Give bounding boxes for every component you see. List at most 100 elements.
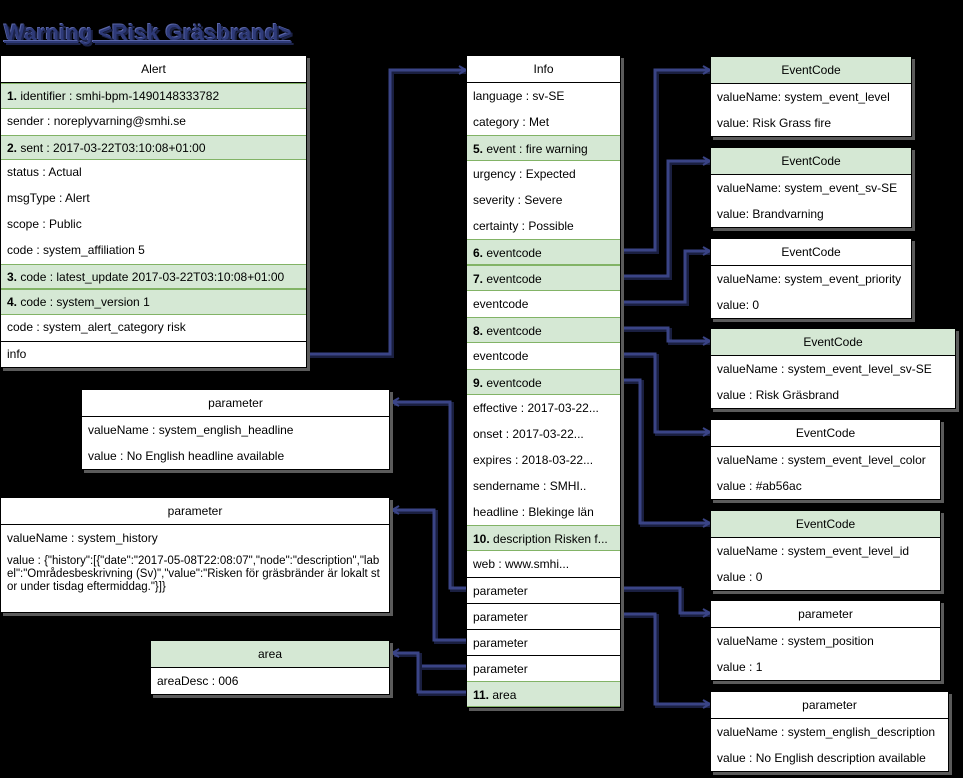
- info-row: 11. area: [467, 681, 620, 707]
- connector-arrowhead: [389, 648, 400, 658]
- info-row: severity : Severe: [467, 187, 620, 213]
- alert-row-text: code : system_alert_category risk: [7, 320, 186, 335]
- alert-row: code : system_alert_category risk: [1, 315, 306, 341]
- parameter-header: parameter: [711, 601, 940, 628]
- connector-arrowhead: [389, 397, 400, 407]
- eventcode-header: EventCode: [711, 148, 911, 175]
- eventcode-valuename: valueName: system_event_priority: [717, 272, 902, 286]
- connector-shadow: [394, 402, 468, 592]
- info-row-text: eventcode: [473, 349, 529, 363]
- eventcode-valuename: valueName : system_position: [717, 634, 874, 648]
- eventcode-value: value : #ab56ac: [717, 479, 802, 493]
- area-desc: areaDesc : 006: [157, 674, 239, 688]
- info-row: 5. event : fire warning: [467, 135, 620, 161]
- info-row: eventcode: [467, 343, 620, 369]
- info-row-text: headline : Blekinge län: [473, 505, 594, 519]
- alert-row: 1. identifier : smhi-bpm-1490148333782: [1, 83, 306, 109]
- connector-line: [621, 612, 710, 706]
- diagram-title: Warning <Risk Gräsbrand>: [4, 20, 292, 45]
- parameter-history-value: value : {"history":[{"date":"2017-05-08T…: [7, 555, 380, 593]
- alert-row: code : system_affiliation 5: [1, 238, 306, 264]
- alert-row-text: code : system_affiliation 5: [7, 242, 145, 257]
- parameter-headline-value: value : No English headline available: [88, 449, 285, 463]
- info-row-text: language : sv-SE: [473, 89, 565, 103]
- alert-row-number: 1.: [7, 89, 18, 103]
- info-row-number: 10.: [473, 532, 490, 546]
- eventcode-header: EventCode: [711, 511, 940, 538]
- alert-row: status : Actual: [1, 160, 306, 186]
- connector-line: [307, 68, 466, 356]
- eventcode-value: value : No English description available: [717, 751, 926, 765]
- info-row-text: web : www.smhi...: [473, 557, 570, 571]
- info-row-number: 8.: [473, 324, 484, 338]
- alert-row-number: 2.: [7, 140, 18, 155]
- connector-line: [416, 653, 466, 694]
- connector-shadow: [623, 588, 712, 617]
- alert-row: 3. code : latest_update 2017-03-22T03:10…: [1, 263, 306, 290]
- connector-shadow: [623, 251, 712, 306]
- info-row-text: parameter: [473, 610, 528, 624]
- info-row-text: eventcode: [483, 246, 542, 260]
- alert-row: info: [1, 340, 306, 367]
- info-row-number: 5.: [473, 142, 484, 156]
- info-row-text: effective : 2017-03-22...: [473, 401, 599, 415]
- alert-row: 2. sent : 2017-03-22T03:10:08+01:00: [1, 134, 306, 161]
- alert-row: msgType : Alert: [1, 186, 306, 212]
- alert-row: sender : noreplyvarning@smhi.se: [1, 109, 306, 135]
- info-row-number: 9.: [473, 376, 484, 390]
- info-row: 8. eventcode: [467, 317, 620, 343]
- connector-shadow: [623, 70, 712, 254]
- alert-header: Alert: [1, 56, 306, 83]
- info-row: category : Met: [467, 109, 620, 135]
- alert-row-text: code : system_version 1: [17, 295, 150, 310]
- eventcode-header: EventCode: [711, 420, 940, 447]
- alert-row-text: msgType : Alert: [7, 191, 90, 206]
- info-row-text: category : Met: [473, 115, 550, 129]
- info-row-number: 11.: [473, 688, 490, 702]
- info-row-text: onset : 2017-03-22...: [473, 427, 584, 441]
- connector-line: [621, 586, 710, 615]
- parameter-headline-header: parameter: [82, 390, 389, 417]
- connector-line: [621, 159, 710, 278]
- info-row-text: eventcode: [483, 376, 542, 390]
- connector-shadow: [623, 380, 712, 527]
- alert-row-number: 3.: [7, 269, 18, 284]
- info-row: web : www.smhi...: [467, 551, 620, 577]
- alert-row: 4. code : system_version 1: [1, 289, 306, 316]
- alert-row: scope : Public: [1, 212, 306, 238]
- eventcode-valuename: valueName : system_event_level_sv-SE: [717, 362, 932, 376]
- info-row: parameter: [467, 655, 620, 681]
- connector-shadow: [309, 70, 468, 358]
- alert-row-text: info: [7, 346, 27, 361]
- connector-line: [392, 508, 466, 642]
- parameter-history-valuename: valueName : system_history: [7, 531, 158, 545]
- eventcode-header: EventCode: [711, 329, 955, 356]
- info-row: parameter: [467, 629, 620, 655]
- info-row-text: eventcode: [483, 324, 542, 338]
- info-row-text: severity : Severe: [473, 193, 563, 207]
- area-box: area areaDesc : 006: [150, 640, 390, 695]
- eventcode-header: EventCode: [711, 57, 911, 84]
- info-header: Info: [467, 56, 620, 83]
- info-row: language : sv-SE: [467, 83, 620, 109]
- parameter-headline-box: parameter valueName : system_english_hea…: [81, 389, 390, 470]
- info-row: parameter: [467, 603, 620, 629]
- alert-row-text: identifier : smhi-bpm-1490148333782: [17, 89, 220, 103]
- info-row: 10. description Risken f...: [467, 525, 620, 551]
- info-row-text: area: [489, 688, 517, 702]
- info-row-text: sendername : SMHI..: [473, 479, 587, 493]
- info-row: onset : 2017-03-22...: [467, 421, 620, 447]
- info-row-text: parameter: [473, 662, 528, 676]
- info-row-text: expires : 2018-03-22...: [473, 453, 594, 467]
- connector-line: [621, 326, 710, 343]
- parameter-headline-valuename: valueName : system_english_headline: [88, 423, 294, 437]
- info-row: effective : 2017-03-22...: [467, 395, 620, 421]
- connector-shadow: [418, 655, 468, 696]
- info-row: expires : 2018-03-22...: [467, 447, 620, 473]
- eventcode-value: value: Risk Grass fire: [717, 116, 832, 130]
